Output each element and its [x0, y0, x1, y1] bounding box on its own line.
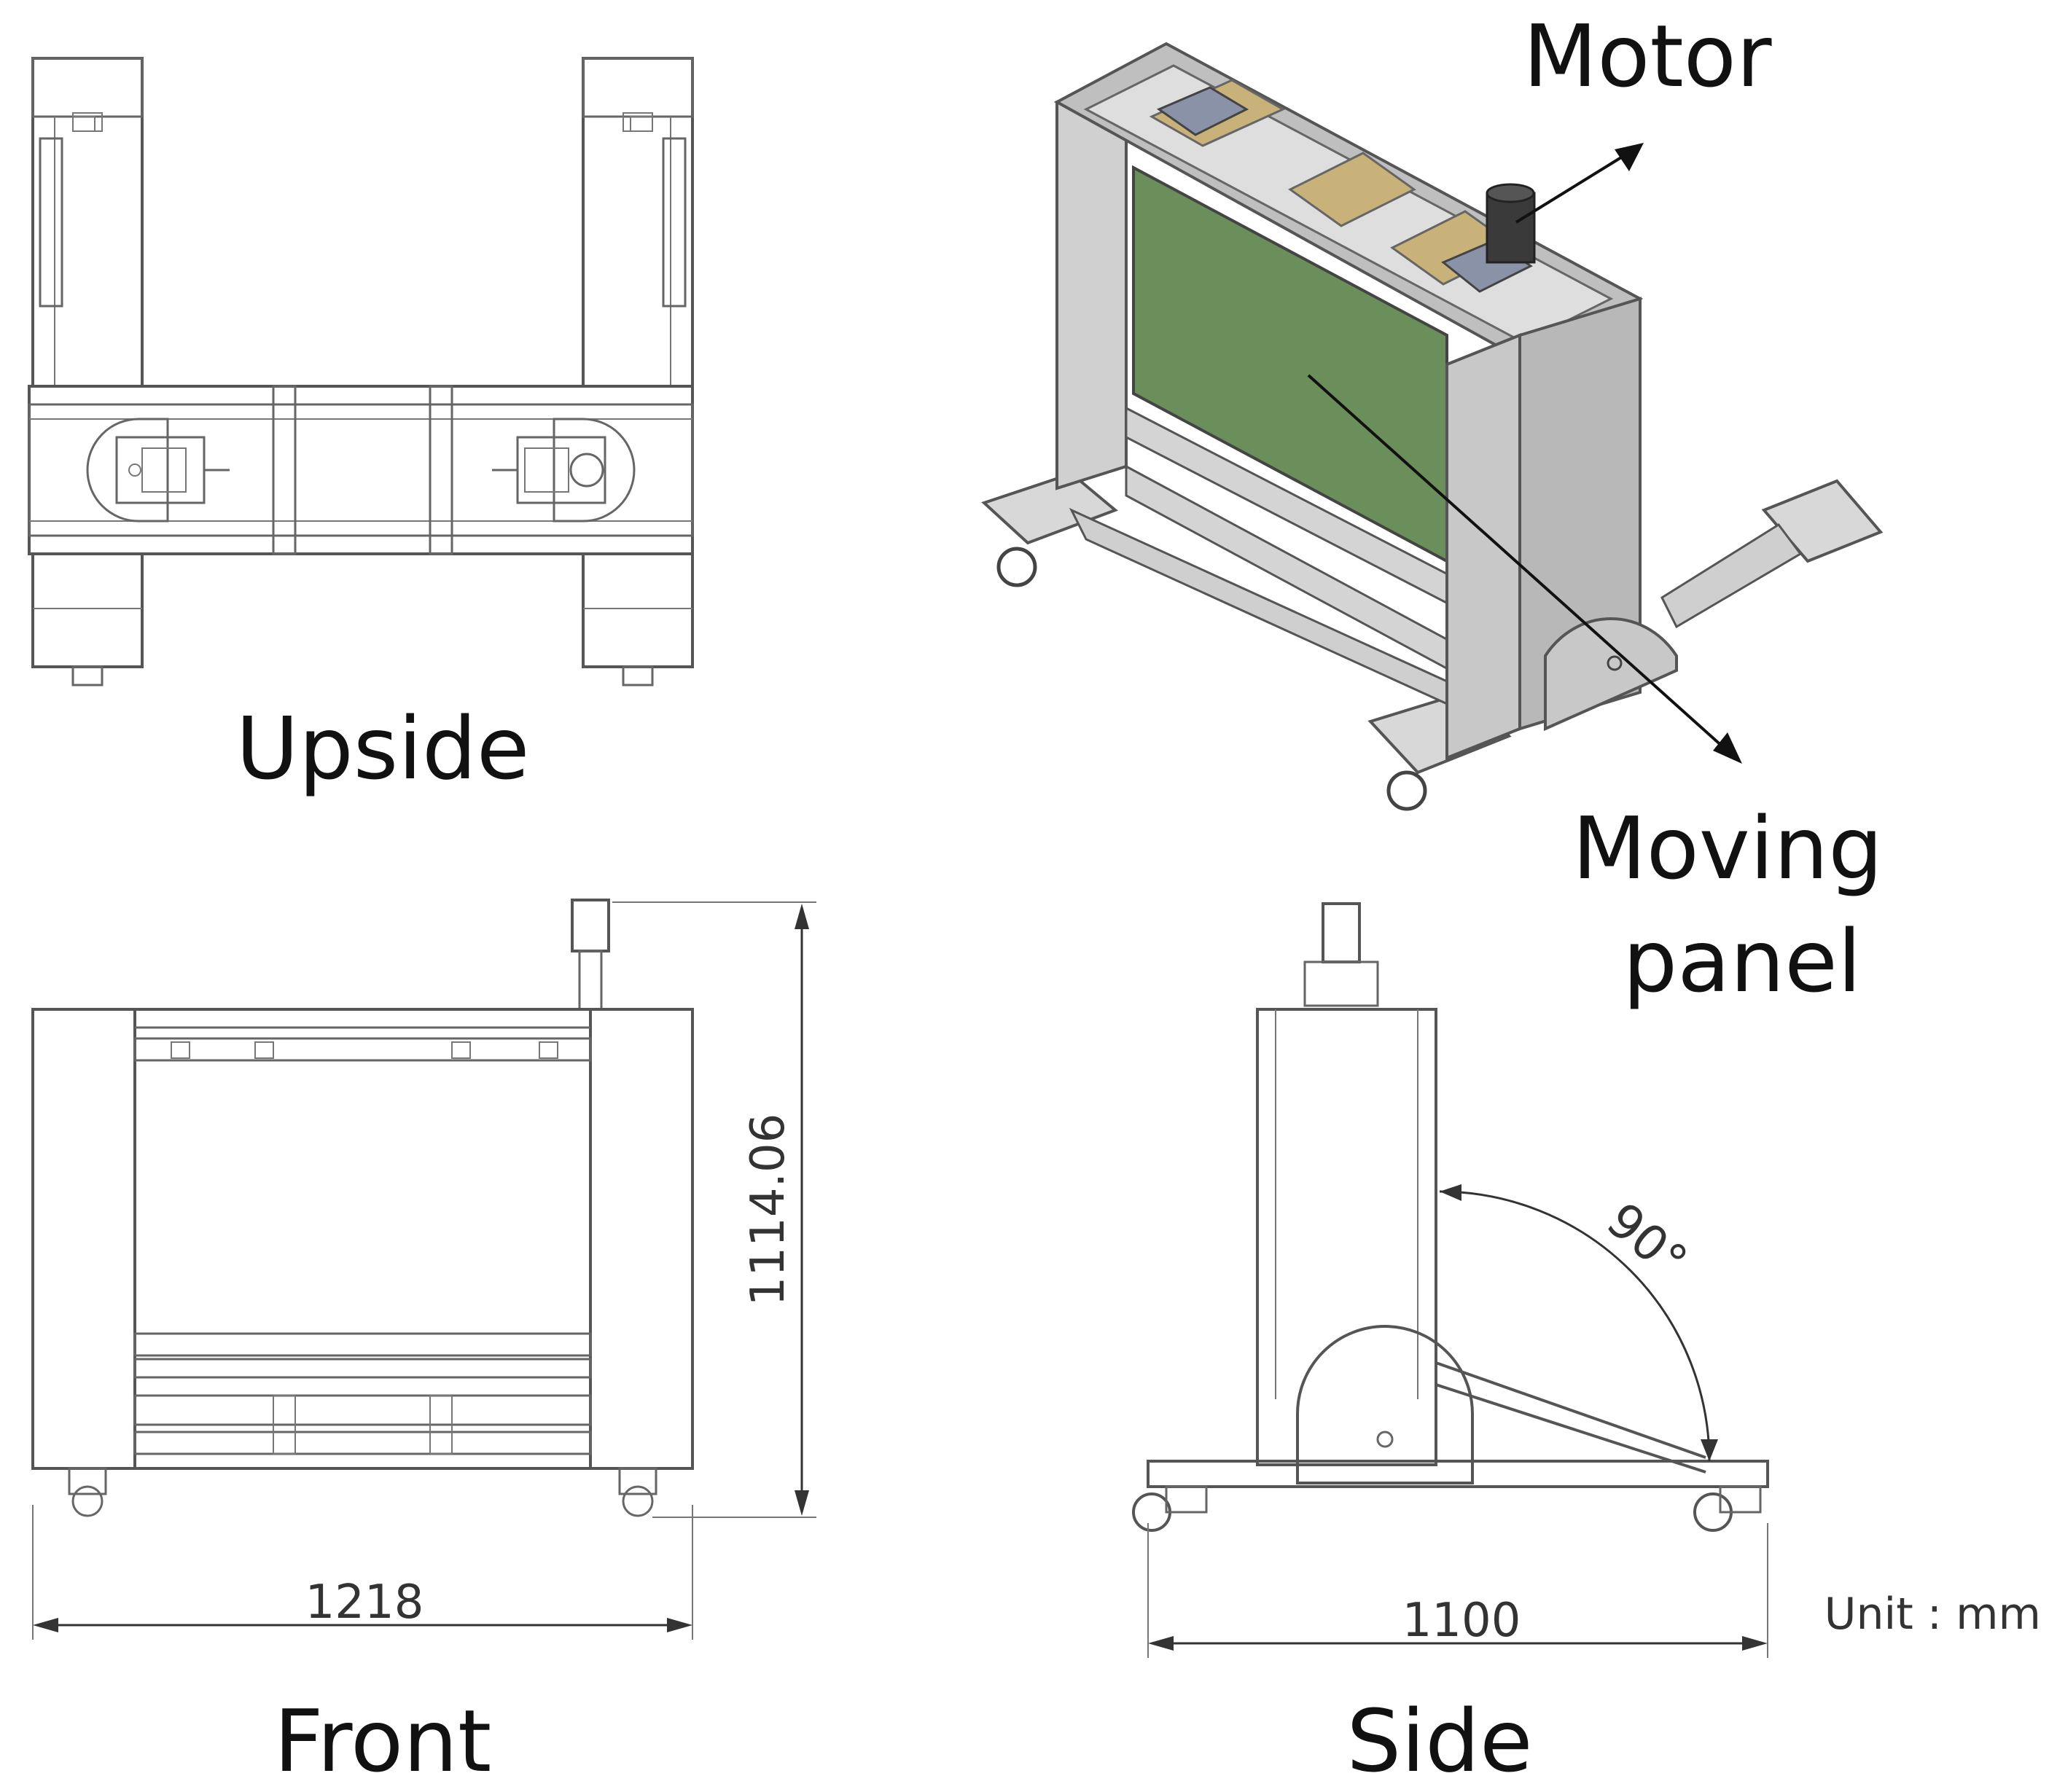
upside-label: Upside [235, 698, 529, 799]
side-view [1132, 902, 1769, 1532]
isometric-view [981, 42, 1884, 811]
unit-label: Unit : mm [1824, 1589, 2041, 1640]
side-angle-value: 90° [1596, 1192, 1698, 1290]
side-label: Side [1346, 1691, 1532, 1791]
front-view [31, 899, 694, 1517]
front-label: Front [274, 1691, 491, 1791]
front-height-value: 1114.06 [741, 1114, 795, 1307]
moving-panel-label-line2: panel [1623, 911, 1861, 1012]
front-width-value: 1218 [305, 1576, 424, 1629]
front-height-dimension [612, 901, 816, 1518]
moving-panel-label-line1: Moving [1572, 798, 1883, 899]
motor-label: Motor [1523, 6, 1772, 106]
front-width-dimension [32, 1505, 693, 1640]
side-width-dimension [1147, 1523, 1768, 1658]
upside-view [28, 57, 694, 686]
motor-body [1486, 192, 1536, 264]
side-width-value: 1100 [1402, 1594, 1521, 1648]
